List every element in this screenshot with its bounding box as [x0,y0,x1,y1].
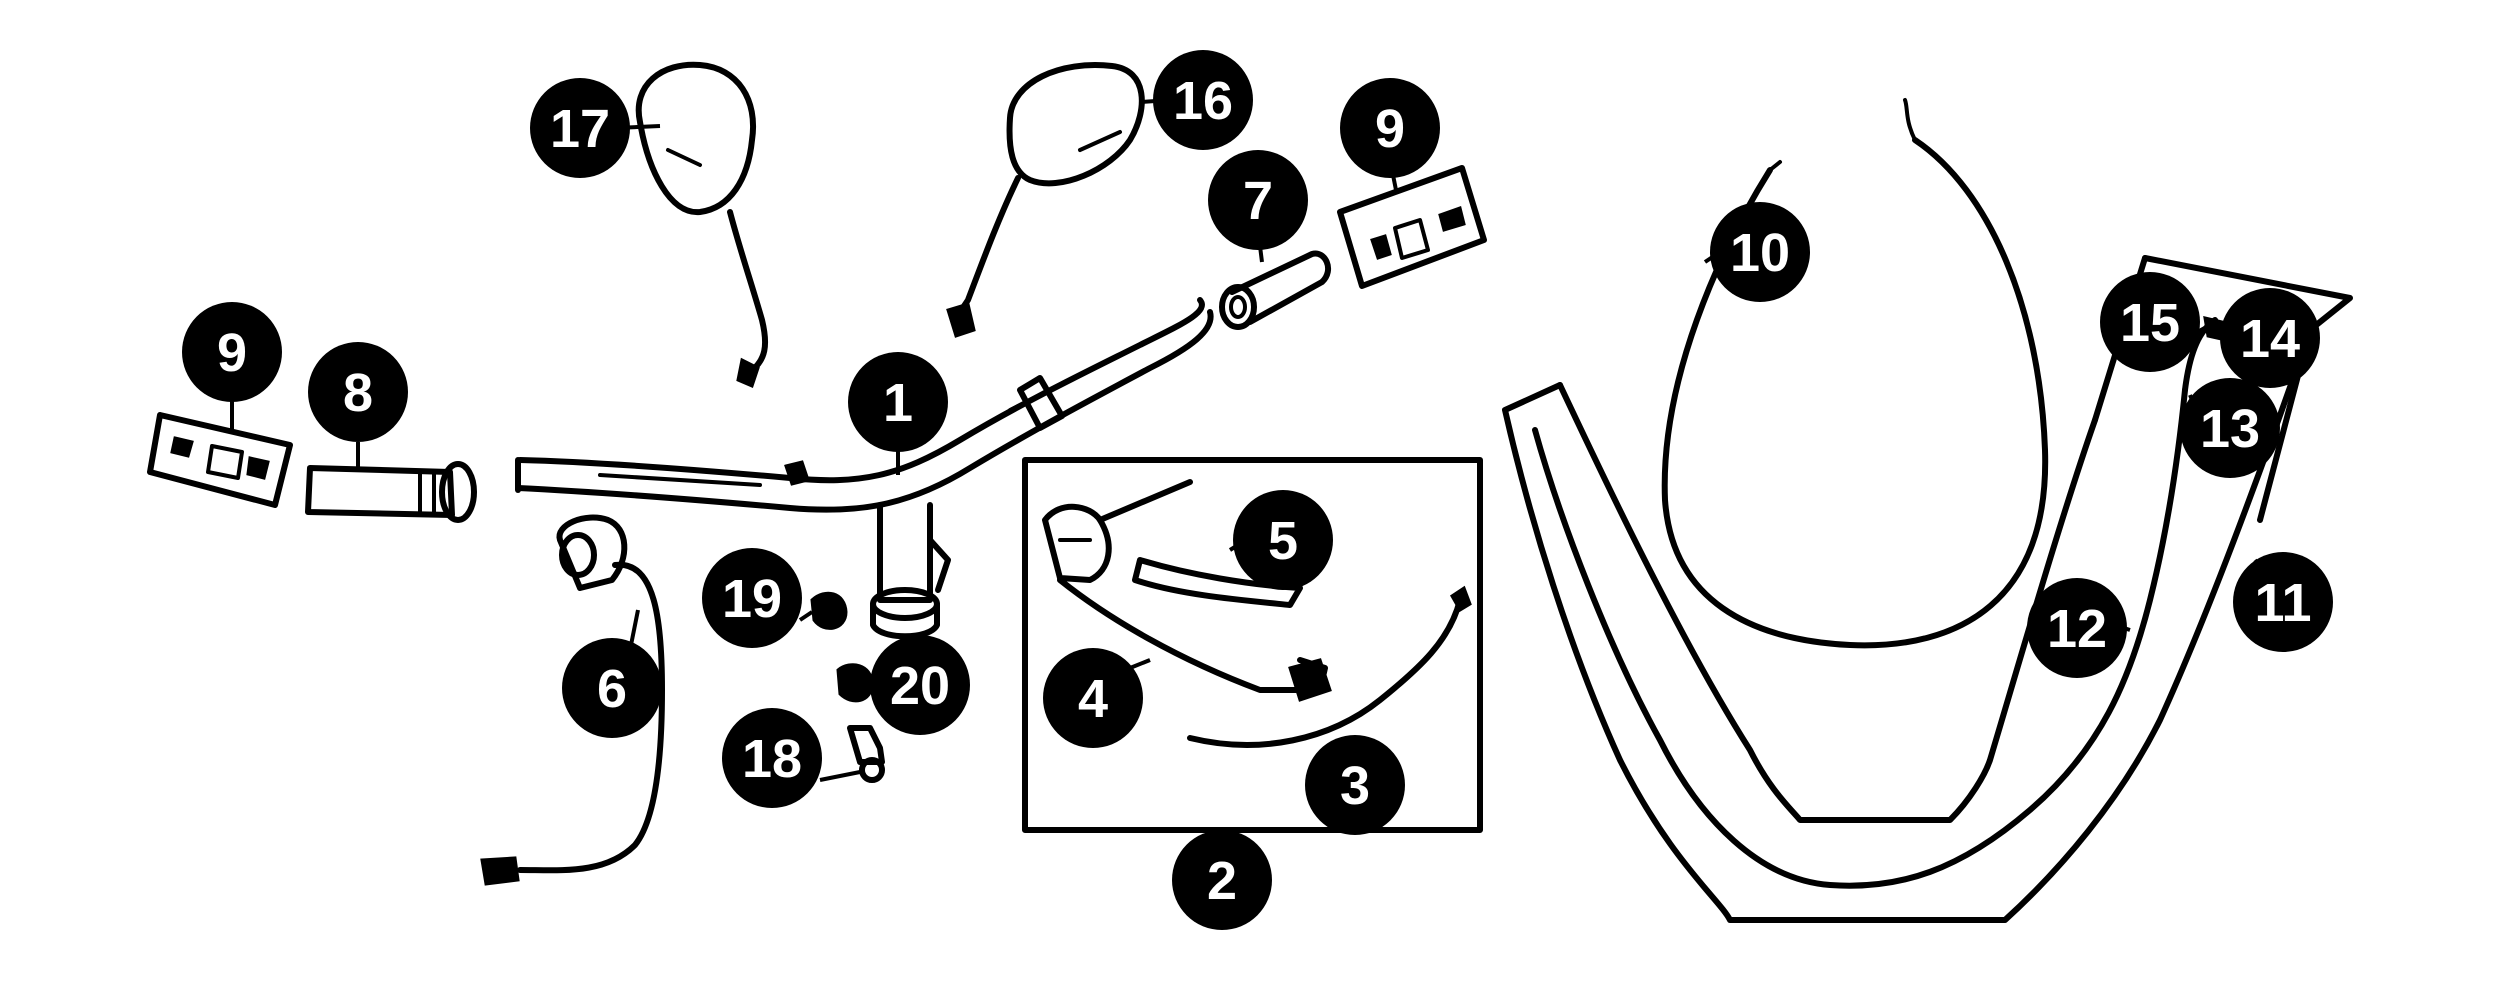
small-fasteners [810,591,885,783]
callout-3: 3 [1305,735,1405,835]
left-mirror [635,61,769,389]
leg-shield-panels [1502,255,2353,923]
callout-label: 9 [217,323,247,383]
callout-label: 14 [2240,309,2300,369]
callout-13: 13 [2180,378,2280,478]
callout-label: 15 [2120,293,2180,353]
callout-label: 5 [1268,511,1298,571]
right-grip-sleeve [1219,250,1331,330]
callout-label: 7 [1243,171,1273,231]
callout-12: 12 [2027,578,2127,678]
callout-label: 3 [1340,756,1370,816]
callout-label: 11 [2254,573,2311,633]
callout-5: 5 [1233,490,1333,590]
callout-label: 16 [1173,71,1233,131]
callout-15: 15 [2100,272,2200,372]
callout-7: 7 [1208,150,1308,250]
callout-9-left: 9 [182,302,282,402]
callout-20: 20 [870,635,970,735]
right-mirror [946,62,1145,338]
callout-label: 12 [2047,599,2107,659]
callout-1: 1 [848,352,948,452]
callout-label: 20 [890,656,950,716]
callout-label: 9 [1375,99,1405,159]
front-cowl-inner [1661,98,2049,649]
callout-label: 2 [1207,851,1237,911]
callout-11: 11 [2233,552,2333,652]
callout-label: 10 [1730,223,1790,283]
callout-label: 13 [2200,399,2260,459]
callout-8: 8 [308,342,408,442]
callout-9-right: 9 [1340,78,1440,178]
callout-label: 18 [742,729,802,789]
callout-label: 1 [883,373,913,433]
handlebar [515,297,1214,640]
callout-14: 14 [2220,288,2320,388]
callout-18: 18 [722,708,822,808]
callout-label: 8 [343,363,373,423]
callout-label: 19 [722,569,782,629]
left-switch-plate [147,412,293,508]
throttle-assembly [480,514,665,886]
callout-label: 4 [1078,669,1108,729]
callout-10: 10 [1710,202,1810,302]
callout-17: 17 [530,78,630,178]
callout-6: 6 [562,638,662,738]
right-switch-plate [1337,165,1487,289]
left-grip [305,461,477,523]
callout-4: 4 [1043,648,1143,748]
lever-kit-box [1022,457,1483,833]
callout-16: 16 [1153,50,1253,150]
callout-2: 2 [1172,830,1272,930]
callout-label: 17 [550,99,610,159]
callout-19: 19 [702,548,802,648]
callout-label: 6 [597,659,627,719]
